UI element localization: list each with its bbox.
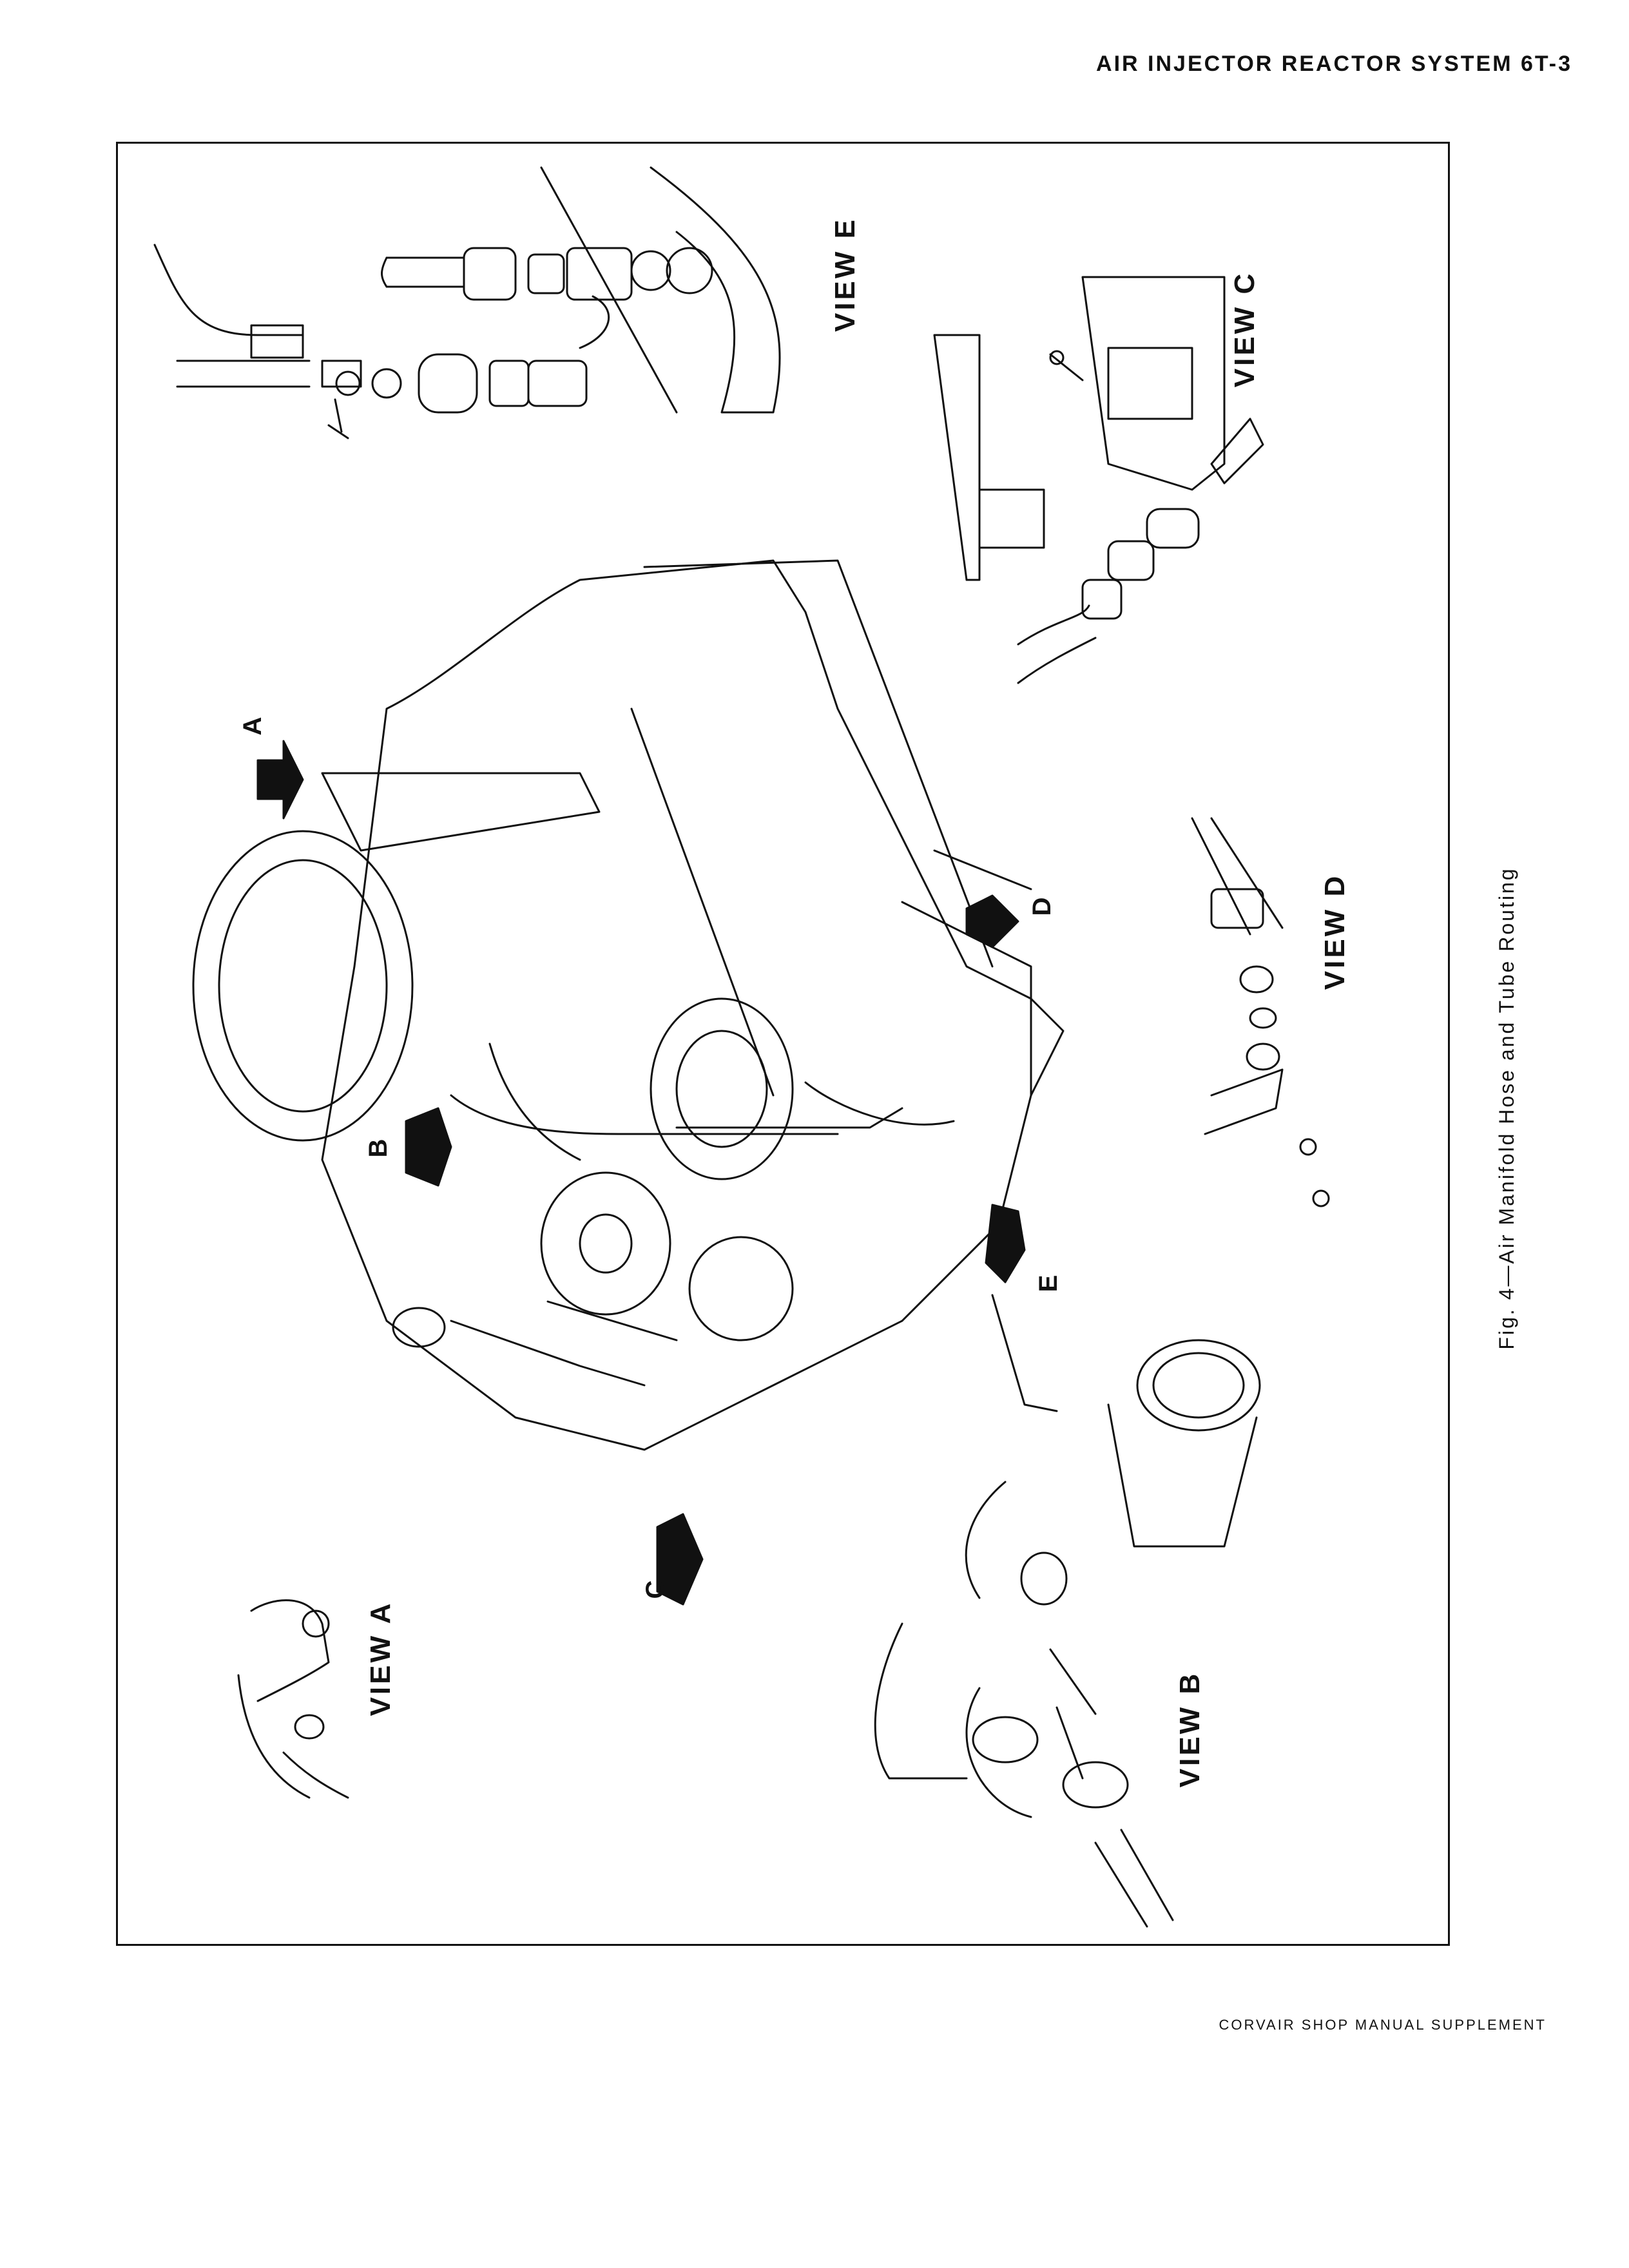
view-c-label: VIEW C <box>1229 271 1260 388</box>
arrow-c-label: C <box>641 1577 670 1599</box>
view-a-label: VIEW A <box>365 1600 396 1716</box>
view-b-label: VIEW B <box>1174 1671 1206 1788</box>
engine-block <box>192 559 1065 1451</box>
arrow-a-label: A <box>238 714 267 736</box>
figure-frame <box>116 142 1450 1946</box>
view-d-label: VIEW D <box>1319 873 1351 990</box>
view-e-label: VIEW E <box>829 216 861 332</box>
figure-caption: Fig. 4—Air Manifold Hose and Tube Routin… <box>1495 867 1518 1350</box>
arrow-shapes <box>256 740 1026 1606</box>
page-footer: CORVAIR SHOP MANUAL SUPPLEMENT <box>1219 2017 1547 2033</box>
view-e-detail <box>153 166 781 439</box>
arrow-b-label: B <box>364 1136 392 1158</box>
view-b-detail <box>874 1294 1261 1928</box>
view-a-detail <box>237 1599 349 1799</box>
arrow-e-label: E <box>1034 1272 1063 1293</box>
view-d-detail <box>1191 817 1330 1207</box>
arrow-d-label: D <box>1028 894 1056 916</box>
view-c-detail <box>933 276 1264 684</box>
page-header: AIR INJECTOR REACTOR SYSTEM 6T-3 <box>1096 52 1572 76</box>
